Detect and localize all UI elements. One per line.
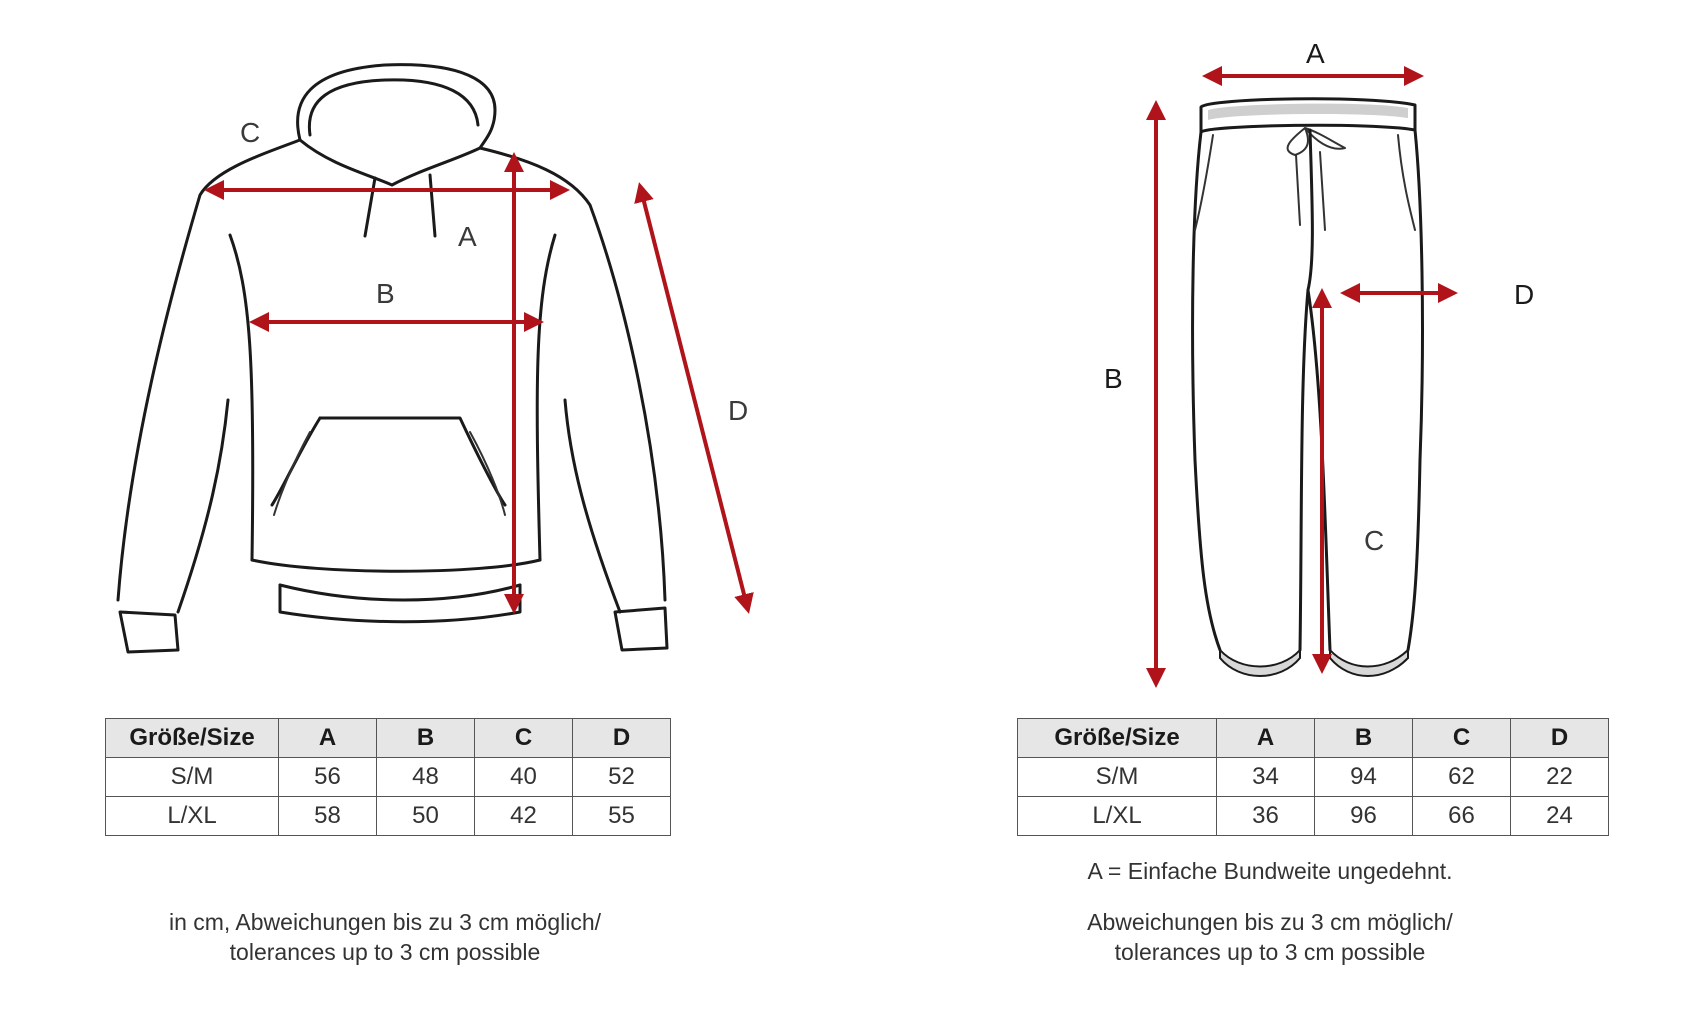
table-header-row: Größe/Size A B C D: [1017, 718, 1609, 758]
table-row: S/M 34 94 62 22: [1017, 757, 1609, 797]
table-cell: 50: [376, 796, 475, 836]
note-line: Abweichungen bis zu 3 cm möglich/: [1087, 909, 1453, 935]
table-row: S/M 56 48 40 52: [105, 757, 671, 797]
table-cell: 34: [1216, 757, 1315, 797]
table-cell: L/XL: [1017, 796, 1217, 836]
table-cell: 96: [1314, 796, 1413, 836]
table-header-row: Größe/Size A B C D: [105, 718, 671, 758]
col-header-c: C: [474, 718, 573, 758]
pants-panel: A B C D Größe/Size A B C D S/M 34 94 62 …: [850, 0, 1700, 1011]
pants-tolerance-note: Abweichungen bis zu 3 cm möglich/ tolera…: [980, 907, 1560, 967]
pants-waist-note: A = Einfache Bundweite ungedehnt.: [1087, 858, 1453, 884]
table-cell: 56: [278, 757, 377, 797]
table-cell: 22: [1510, 757, 1609, 797]
table-cell: 24: [1510, 796, 1609, 836]
note-line: tolerances up to 3 cm possible: [1114, 939, 1426, 965]
table-cell: 66: [1412, 796, 1511, 836]
table-cell: 58: [278, 796, 377, 836]
col-header-a: A: [278, 718, 377, 758]
hoodie-label-c: C: [240, 117, 260, 148]
table-cell: 36: [1216, 796, 1315, 836]
col-header-b: B: [1314, 718, 1413, 758]
table-cell: S/M: [105, 757, 279, 797]
note-line: tolerances up to 3 cm possible: [229, 939, 541, 965]
table-cell: 94: [1314, 757, 1413, 797]
pants-size-table: Größe/Size A B C D S/M 34 94 62 22 L/XL …: [1017, 718, 1609, 836]
hoodie-label-d: D: [728, 395, 748, 426]
hoodie-panel: C A B D Größe/Size A B C D S/M 56 48 40 …: [95, 63, 754, 967]
col-header-b: B: [376, 718, 475, 758]
col-header-size: Größe/Size: [105, 718, 279, 758]
table-cell: 48: [376, 757, 475, 797]
table-cell: 62: [1412, 757, 1511, 797]
pants-label-b: B: [1104, 363, 1123, 394]
table-cell: 52: [572, 757, 671, 797]
col-header-d: D: [1510, 718, 1609, 758]
hoodie-diagram: C A B D: [116, 63, 754, 654]
pants-label-d: D: [1514, 279, 1534, 310]
col-header-size: Größe/Size: [1017, 718, 1217, 758]
table-cell: 55: [572, 796, 671, 836]
table-row: L/XL 36 96 66 24: [1017, 796, 1609, 836]
pants-diagram: A B C D: [1104, 38, 1534, 688]
hoodie-drawing: [116, 63, 669, 654]
table-cell: L/XL: [105, 796, 279, 836]
table-cell: S/M: [1017, 757, 1217, 797]
hoodie-label-a: A: [458, 221, 477, 252]
pants-label-c: C: [1364, 525, 1384, 556]
hoodie-label-b: B: [376, 278, 395, 309]
hoodie-arrow-d: [634, 182, 754, 614]
table-cell: 42: [474, 796, 573, 836]
hoodie-size-table: Größe/Size A B C D S/M 56 48 40 52 L/XL …: [105, 718, 671, 836]
note-line: in cm, Abweichungen bis zu 3 cm möglich/: [168, 909, 602, 935]
pants-label-a: A: [1306, 38, 1325, 69]
pants-drawing: [1191, 97, 1424, 677]
col-header-d: D: [572, 718, 671, 758]
table-cell: 40: [474, 757, 573, 797]
hoodie-tolerance-note: in cm, Abweichungen bis zu 3 cm möglich/…: [95, 907, 675, 967]
col-header-c: C: [1412, 718, 1511, 758]
col-header-a: A: [1216, 718, 1315, 758]
table-row: L/XL 58 50 42 55: [105, 796, 671, 836]
